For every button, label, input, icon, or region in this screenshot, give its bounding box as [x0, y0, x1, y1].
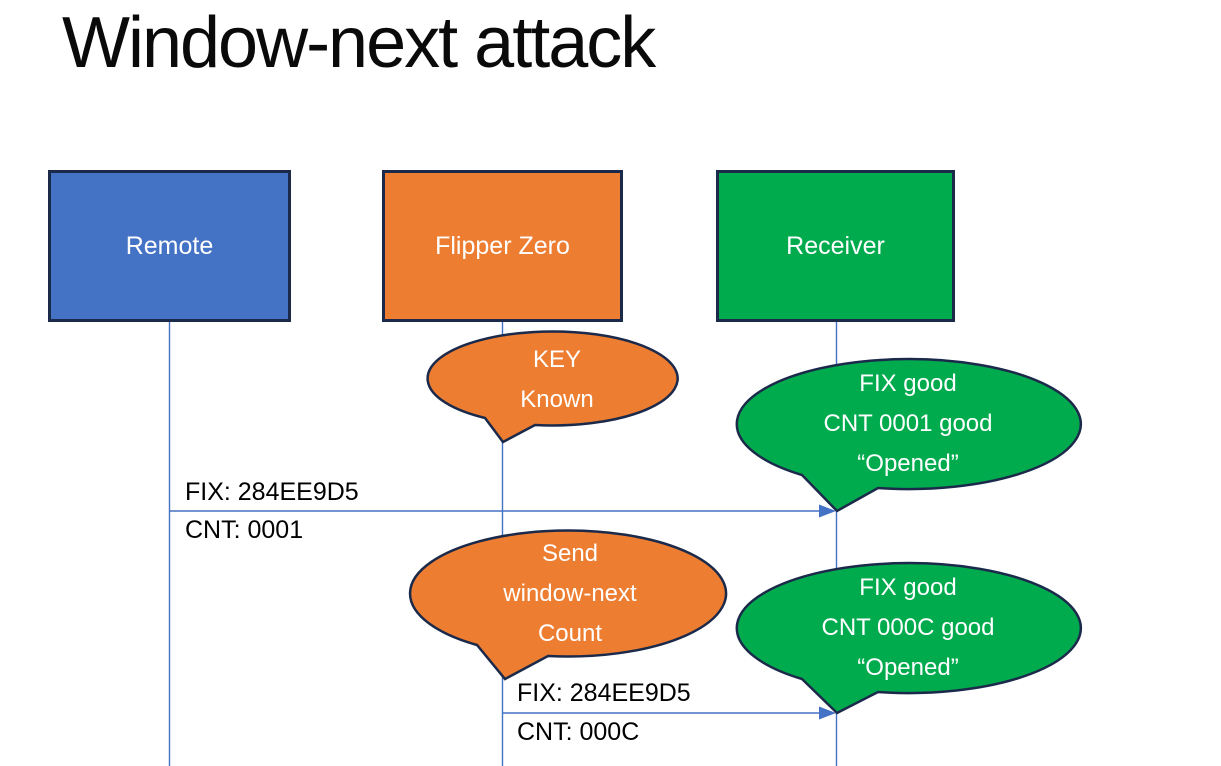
- actor-box-remote: Remote: [48, 170, 291, 322]
- callout-line: CNT 0001 good: [823, 410, 993, 437]
- callout-line: Send: [541, 540, 599, 567]
- actor-box-flipper-zero: Flipper Zero: [382, 170, 623, 322]
- message-1-cnt-label: CNT: 0001: [185, 516, 304, 544]
- callout-bubble-send-window-next: [408, 529, 728, 681]
- callout-text-key-known: KEY Known: [457, 340, 657, 420]
- actor-label-remote: Remote: [125, 231, 214, 260]
- message-1-fix-label: FIX: 284EE9D5: [185, 478, 359, 506]
- actor-box-receiver: Receiver: [716, 170, 955, 322]
- callout-line: Count: [537, 620, 603, 647]
- actor-label-flipper-zero: Flipper Zero: [435, 231, 570, 260]
- actor-label-receiver: Receiver: [786, 231, 885, 260]
- callout-line: “Opened”: [857, 450, 959, 477]
- callout-line: CNT 000C good: [821, 614, 995, 641]
- callout-line: KEY: [532, 346, 582, 373]
- message-arrow-2-arrowhead-icon: [819, 706, 836, 720]
- callout-line: “Opened”: [857, 654, 959, 681]
- callout-line: Known: [520, 386, 594, 413]
- callout-line: FIX good: [859, 370, 957, 397]
- callout-text-opened-1: FIX good CNT 0001 good “Opened”: [738, 364, 1078, 484]
- callout-bubble-key-known: [426, 330, 679, 444]
- callout-text-send-window-next: Send window-next Count: [420, 534, 720, 654]
- callout-line: window-next: [503, 580, 637, 607]
- callout-bubble-opened-2: [735, 561, 1083, 715]
- slide-title: Window-next attack: [62, 3, 656, 83]
- callout-text-opened-2: FIX good CNT 000C good “Opened”: [738, 568, 1078, 688]
- message-2-fix-label: FIX: 284EE9D5: [517, 679, 691, 707]
- message-2-cnt-label: CNT: 000C: [517, 718, 640, 746]
- callout-line: FIX good: [859, 574, 957, 601]
- callout-bubble-opened-1: [735, 357, 1083, 513]
- message-arrow-1-arrowhead-icon: [819, 504, 836, 518]
